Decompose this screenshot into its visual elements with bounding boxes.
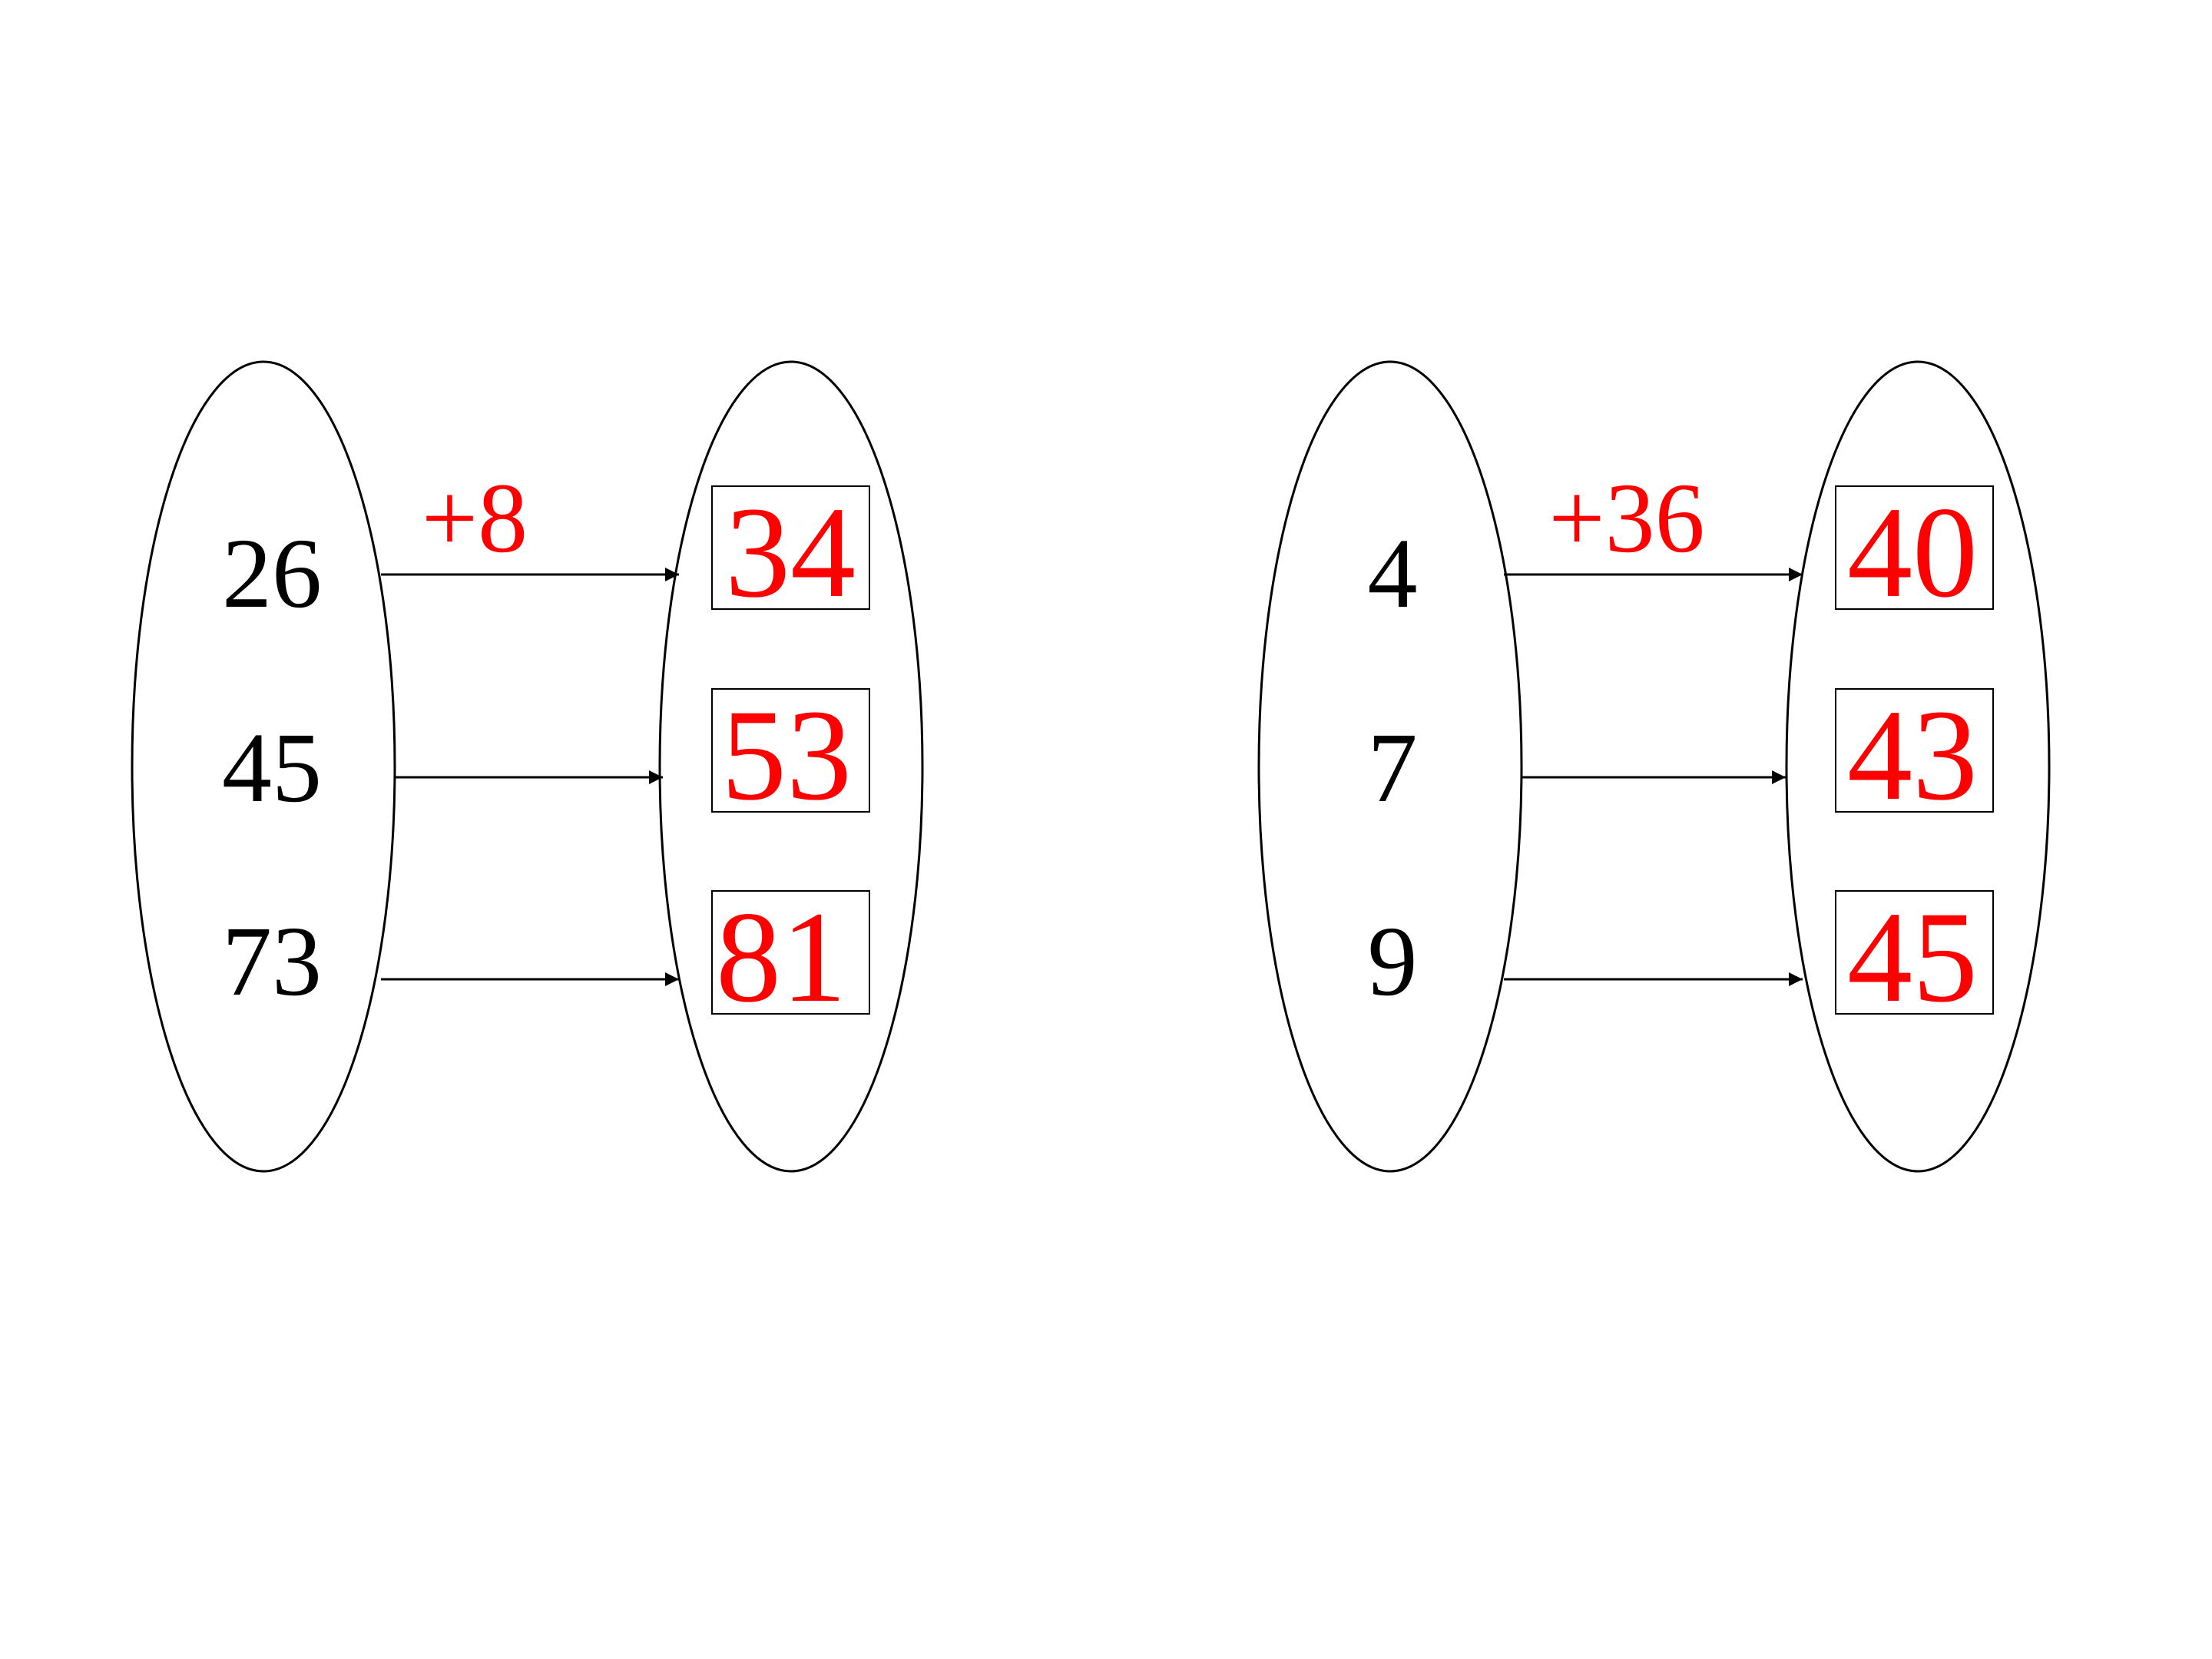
answer-box [711, 688, 870, 813]
mapping-2: +36 4 7 9 40 43 45 [1257, 360, 2051, 1173]
answer-box [1835, 485, 1994, 610]
answer-box [711, 890, 870, 1015]
output-number: 40 [1847, 480, 1978, 624]
domain-ellipse-2 [1257, 360, 1523, 1173]
answer-box [1835, 688, 1994, 813]
output-number: 81 [716, 885, 846, 1029]
output-number: 45 [1847, 885, 1978, 1029]
codomain-ellipse-2 [1785, 360, 2051, 1173]
operation-label: +36 [1548, 463, 1704, 574]
input-number: 45 [222, 713, 322, 823]
answer-box [1835, 890, 1994, 1015]
operation-label: +8 [422, 463, 528, 574]
input-number: 26 [222, 518, 322, 629]
answer-box [711, 485, 870, 610]
domain-ellipse-1 [131, 360, 396, 1173]
input-number: 73 [222, 906, 322, 1017]
mapping-1: +8 26 45 73 34 53 81 [131, 360, 924, 1173]
output-number: 43 [1847, 683, 1978, 827]
codomain-ellipse-1 [658, 360, 924, 1173]
output-number: 34 [725, 480, 856, 624]
input-number: 9 [1368, 906, 1418, 1017]
input-number: 7 [1368, 713, 1418, 823]
output-number: 53 [721, 683, 852, 827]
input-number: 4 [1368, 518, 1418, 629]
